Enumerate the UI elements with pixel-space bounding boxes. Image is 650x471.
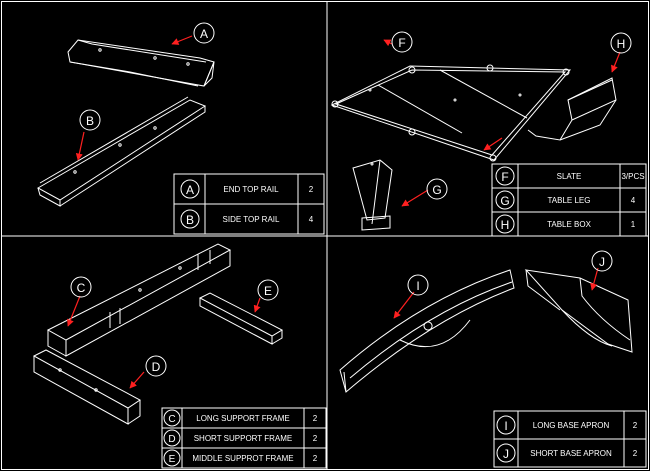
table-letter: D (168, 434, 175, 445)
table-qty: 2 (313, 454, 318, 463)
table-part-name: SIDE TOP RAIL (223, 215, 280, 224)
table-qty: 2 (313, 434, 318, 443)
table-letter: C (168, 414, 175, 425)
table-part-name: MIDDLE SUPPROT FRAME (192, 454, 293, 463)
callout-letter: F (398, 36, 405, 50)
table-qty: 3/PCS (621, 172, 644, 181)
callout-B: B (79, 109, 101, 131)
parts-table-bottom-left (161, 407, 327, 469)
table-qty: 1 (631, 220, 636, 229)
table-row: G TABLE LEG 4 (500, 194, 635, 208)
callout-letter: G (432, 183, 441, 197)
table-letter: F (501, 170, 508, 184)
slate-drawing (330, 64, 572, 162)
table-row: F SLATE 3/PCS (501, 170, 644, 184)
table-leg-drawing (352, 159, 393, 231)
end-top-rail-drawing (67, 39, 215, 87)
callout-letter: C (77, 281, 86, 295)
table-qty: 2 (313, 414, 318, 423)
table-qty: 4 (631, 196, 636, 205)
callout-letter: B (86, 114, 94, 128)
table-letter: J (503, 447, 509, 461)
callout-letter: J (599, 255, 605, 269)
callout-G: G (426, 178, 448, 200)
table-part-name: LONG SUPPORT FRAME (196, 414, 290, 423)
callout-C: C (70, 276, 92, 298)
middle-support-frame-drawing (198, 292, 284, 345)
leader-arrows (67, 35, 621, 389)
table-row: H TABLE BOX 1 (501, 218, 636, 232)
table-part-name: SHORT BASE APRON (530, 449, 612, 458)
table-qty: 2 (633, 421, 638, 430)
side-top-rail-drawing (36, 96, 207, 207)
callout-letter: D (152, 360, 161, 374)
table-letter: E (169, 454, 176, 465)
table-part-name: SHORT SUPPORT FRAME (194, 434, 293, 443)
table-part-name: TABLE LEG (548, 196, 591, 205)
table-part-name: SLATE (557, 172, 582, 181)
table-letter: A (186, 183, 194, 197)
long-support-frame-drawing (46, 243, 232, 357)
parts-table-top-right (491, 163, 647, 237)
table-letter: I (504, 419, 507, 433)
table-letter: B (186, 213, 194, 227)
table-row: D SHORT SUPPORT FRAME 2 (168, 434, 317, 445)
table-row: B SIDE TOP RAIL 4 (186, 213, 314, 227)
parts-table-top-left (173, 173, 325, 235)
callout-letter: I (416, 279, 419, 293)
callout-I: I (407, 274, 429, 296)
long-base-apron-drawing (339, 269, 515, 393)
callout-letter: H (617, 37, 626, 51)
table-part-name: LONG BASE APRON (533, 421, 610, 430)
table-part-name: END TOP RAIL (223, 185, 279, 194)
callout-J: J (591, 250, 613, 272)
table-qty: 4 (309, 215, 314, 224)
callout-F: F (391, 31, 413, 53)
callout-H: H (610, 32, 632, 54)
table-part-name: TABLE BOX (547, 220, 592, 229)
callout-E: E (257, 279, 279, 301)
callout-D: D (145, 355, 167, 377)
callout-letter: E (264, 284, 272, 298)
table-row: A END TOP RAIL 2 (186, 183, 314, 197)
callout-A: A (193, 22, 215, 44)
short-base-apron-drawing (524, 269, 633, 353)
table-letter: G (500, 194, 509, 208)
short-support-frame-drawing (32, 349, 141, 425)
table-row: E MIDDLE SUPPROT FRAME 2 (169, 454, 318, 465)
table-row: C LONG SUPPORT FRAME 2 (168, 414, 317, 425)
table-letter: H (501, 218, 510, 232)
table-qty: 2 (633, 449, 638, 458)
table-row: I LONG BASE APRON 2 (504, 419, 637, 433)
table-box-drawing (527, 77, 617, 141)
table-qty: 2 (309, 185, 314, 194)
parts-table-bottom-right (493, 410, 647, 468)
table-row: J SHORT BASE APRON 2 (503, 447, 638, 461)
callout-letter: A (200, 27, 208, 41)
